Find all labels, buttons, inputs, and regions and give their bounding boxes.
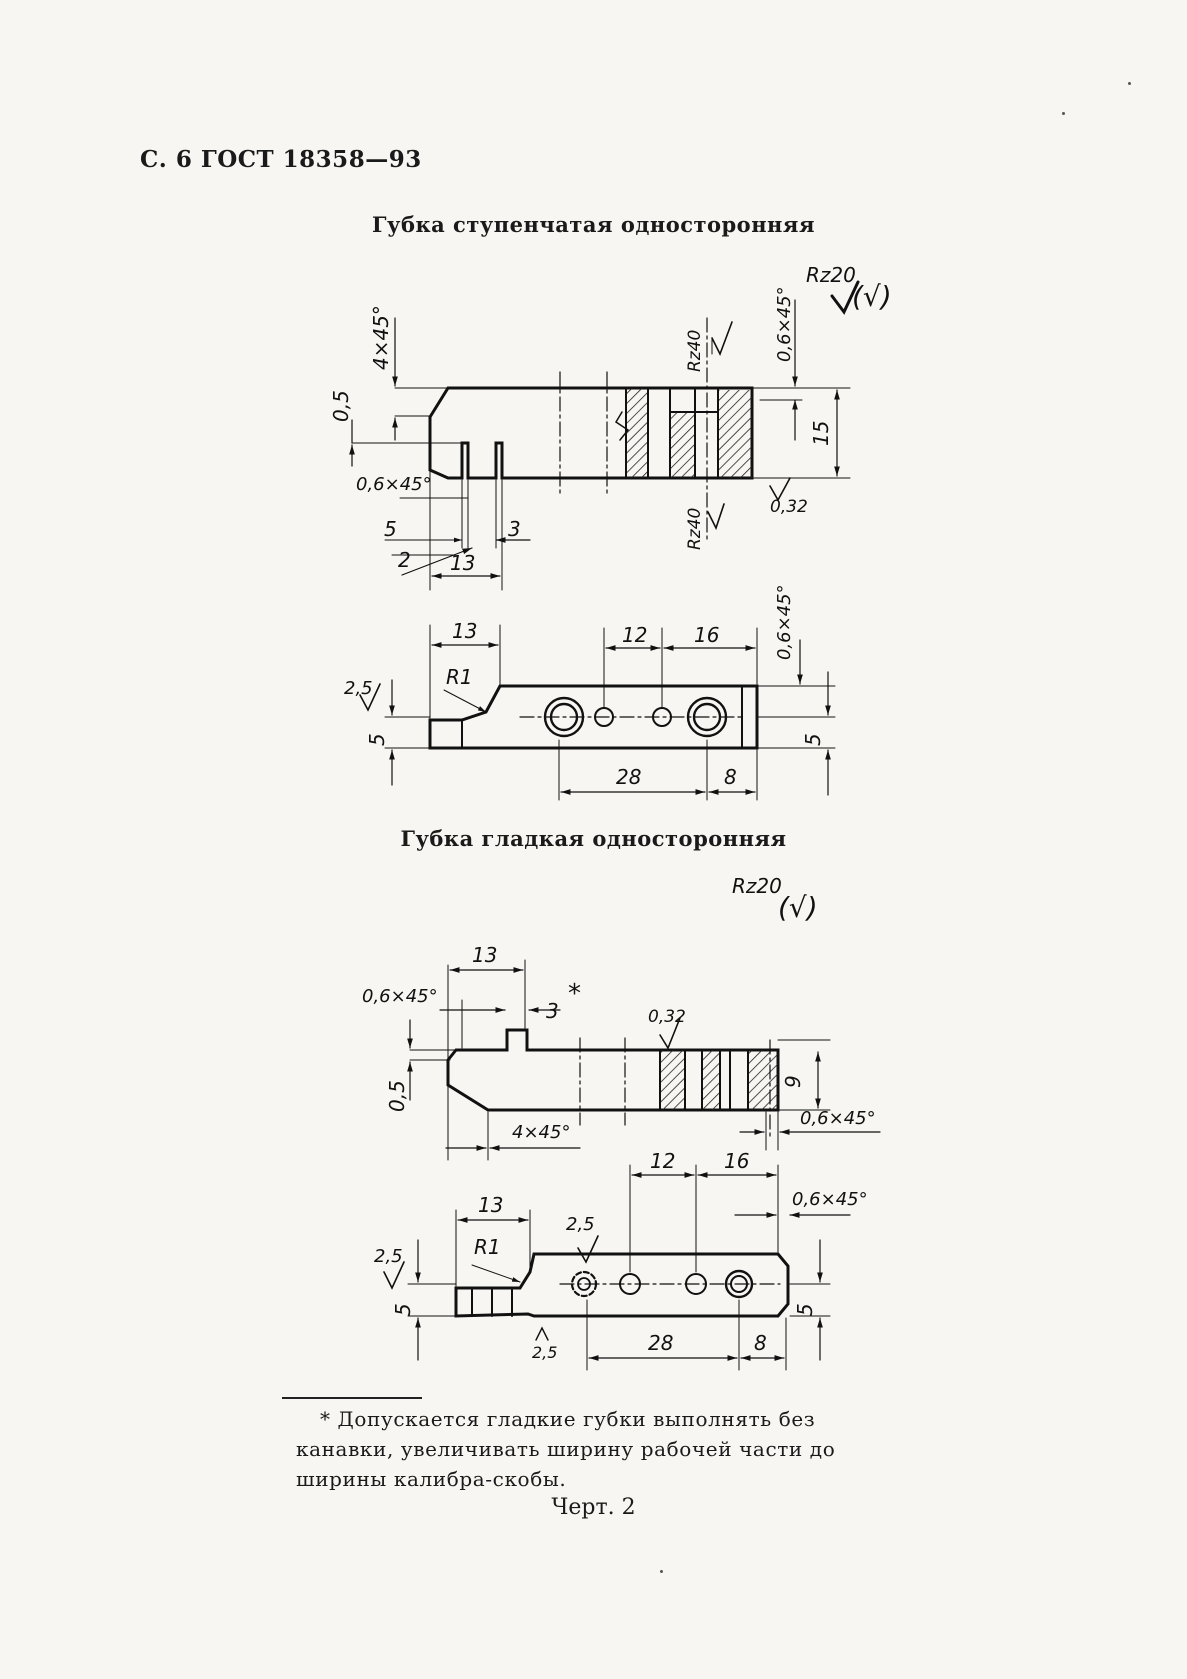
page-header: С. 6 ГОСТ 18358—93	[140, 146, 422, 173]
roughness-suffix: (√)	[778, 891, 818, 924]
scan-speck	[1062, 112, 1065, 115]
dim-label: 5	[391, 1303, 415, 1316]
figure-caption: Черт. 2	[551, 1495, 636, 1520]
roughness-label: Rz20	[806, 263, 856, 287]
roughness-suffix: (√)	[852, 280, 892, 313]
dim-label: 5	[793, 1303, 817, 1316]
dim-label: 16	[724, 1149, 749, 1173]
dim-label: 2	[398, 548, 411, 572]
dim-label: 13	[472, 943, 497, 967]
smooth-jaw-side-view	[407, 959, 881, 1161]
dim-label: 4×45°	[369, 305, 393, 370]
dim-label: 15	[809, 421, 833, 446]
dim-label: 5	[801, 733, 825, 746]
dim-label: 28	[648, 1331, 673, 1355]
footnote-divider	[282, 1397, 422, 1399]
smooth-jaw-top-view	[383, 1164, 851, 1371]
roughness-label: 0,32	[648, 1007, 686, 1027]
roughness-label: Rz40	[685, 508, 705, 550]
dim-label: 0,5	[329, 390, 353, 422]
dim-label: 3	[508, 517, 521, 541]
footnote: * Допускается гладкие губки выполнять бе…	[296, 1407, 836, 1491]
section-title-stepped-jaw: Губка ступенчатая односторонняя	[372, 212, 815, 237]
scan-speck	[1128, 82, 1131, 85]
dim-label: 8	[724, 765, 737, 789]
dim-label: 4×45°	[512, 1122, 570, 1143]
dim-label: 0,6×45°	[774, 584, 795, 660]
roughness-label: 2,5	[374, 1246, 403, 1267]
dim-label: 13	[450, 551, 475, 575]
section-title-smooth-jaw: Губка гладкая односторонняя	[400, 826, 787, 851]
roughness-label: 0,32	[770, 497, 808, 517]
dim-label: 0,5	[385, 1080, 409, 1112]
roughness-label: Rz40	[685, 330, 705, 372]
dim-label: 16	[694, 623, 719, 647]
roughness-label: 2,5	[344, 678, 373, 699]
scan-speck	[660, 1570, 663, 1573]
dim-label: 9	[781, 1075, 805, 1088]
radius-label: R1	[474, 1235, 501, 1259]
dim-label: 0,6×45°	[362, 986, 438, 1007]
dim-label: 0,6×45°	[356, 474, 432, 495]
dim-label: 0,6×45°	[800, 1108, 876, 1129]
dim-label: 0,6×45°	[774, 286, 795, 362]
dim-label: 28	[616, 765, 641, 789]
dim-label: 0,6×45°	[792, 1189, 868, 1210]
footnote-marker: *	[568, 979, 581, 1009]
dim-label: 12	[650, 1149, 675, 1173]
roughness-label: 2,5	[566, 1214, 595, 1235]
dim-label: 13	[452, 619, 477, 643]
dim-label: 13	[478, 1193, 503, 1217]
dim-label: 5	[365, 733, 389, 746]
dim-label: 12	[622, 623, 647, 647]
dim-label: 3	[546, 999, 559, 1023]
roughness-label: 2,5	[532, 1343, 557, 1362]
stepped-jaw-side-view	[349, 280, 860, 591]
roughness-label: Rz20	[732, 874, 782, 898]
radius-label: R1	[446, 665, 473, 689]
dim-label: 8	[754, 1331, 767, 1355]
stepped-jaw-top-view	[359, 624, 836, 801]
dim-label: 5	[384, 517, 397, 541]
